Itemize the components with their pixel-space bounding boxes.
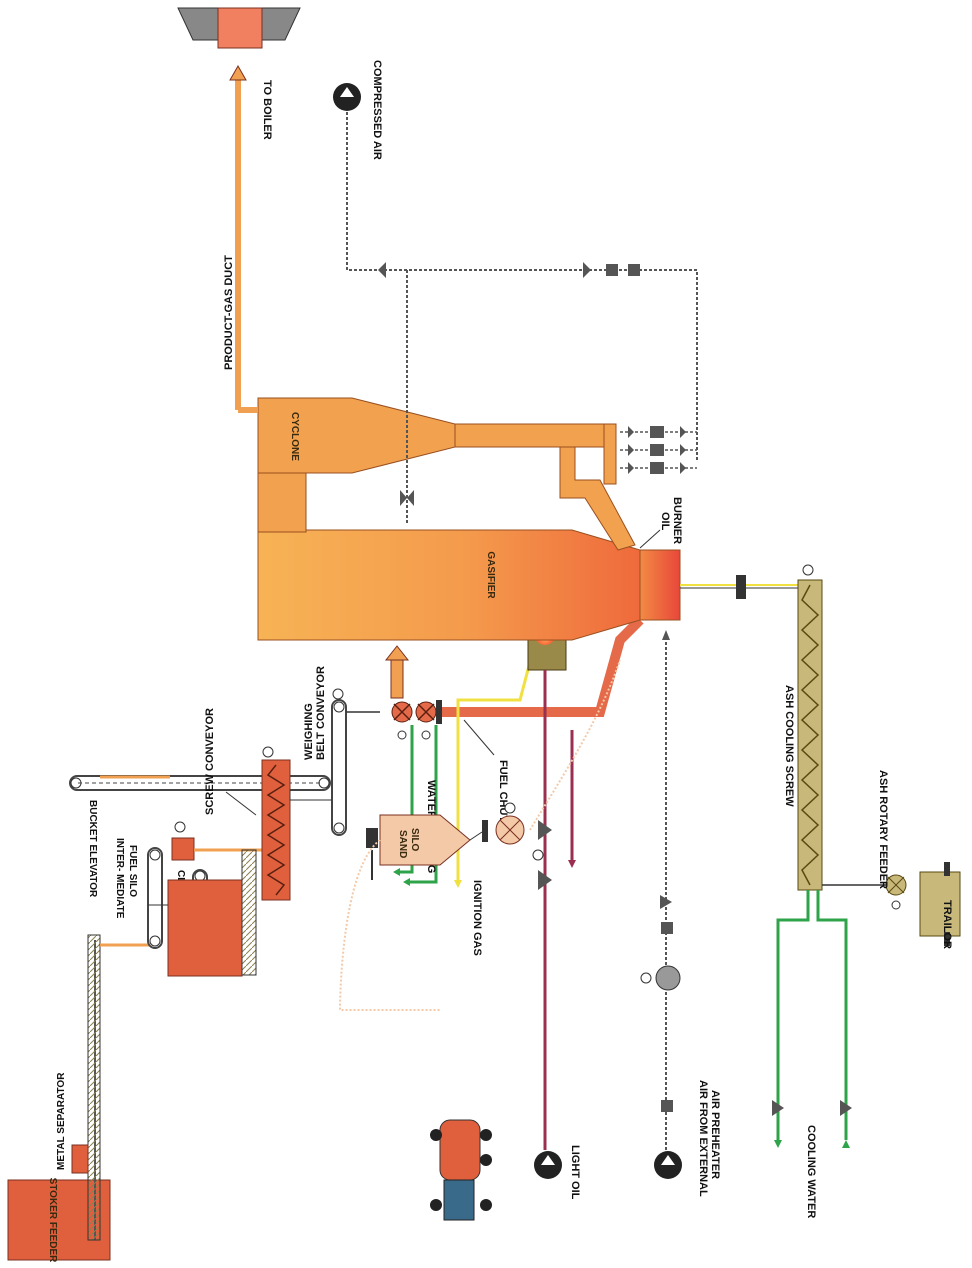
- feed-arrow: [384, 645, 410, 699]
- cyclone-loopseal: [559, 423, 636, 551]
- cyclone: CYCLONE: [257, 397, 611, 533]
- boiler: [177, 7, 301, 49]
- trailer-label: TRAILOR: [941, 900, 953, 949]
- fuel-chute: FUEL CHUTE: [442, 616, 644, 829]
- oil-burner-label-2: BURNER: [671, 497, 683, 544]
- weighing-label-2: BELT CONVEYOR: [315, 666, 327, 760]
- intermediate-fuel-silo-label-1: INTER- MEDIATE: [114, 838, 125, 919]
- intermediate-fuel-silo: INTER- MEDIATE FUEL SILO: [114, 838, 243, 977]
- fuel-chute-label: FUEL CHUTE: [497, 760, 509, 829]
- cooling-water-label: COOLING WATER: [805, 1125, 817, 1218]
- oil-burner-label-1: OIL: [659, 512, 671, 531]
- ash-rotary-feeder: ASH ROTARY FEEDER TRAILOR: [822, 770, 961, 949]
- cyclone-label: CYCLONE: [289, 412, 300, 461]
- gasifier: GASIFIER OIL BURNER: [257, 497, 683, 641]
- compressed-air-label: COMPRESSED AIR: [371, 60, 383, 160]
- cooling-water-lines: COOLING WATER: [772, 890, 852, 1218]
- sand-silo-label-2: SILO: [409, 828, 420, 852]
- product-gas-duct-label: PRODUCT-GAS DUCT: [223, 255, 235, 370]
- sand-silo: SAND SILO: [338, 659, 621, 1011]
- compressed-air-network: COMPRESSED AIR: [333, 60, 698, 525]
- stoker-feeder-label: STOKER FEEDER: [47, 1178, 58, 1264]
- screw-conveyor-label: SCREW CONVEYOR: [204, 708, 216, 815]
- tanker-truck: [430, 1119, 492, 1221]
- air-preheater-label-2: AIR PREHEATER: [709, 1090, 721, 1179]
- bucket-elevator-label: BUCKET ELEVATOR: [87, 800, 98, 898]
- gasifier-label: GASIFIER: [485, 551, 496, 599]
- product-gas-duct: PRODUCT-GAS DUCT TO BOILER: [223, 64, 273, 413]
- weighing-belt-conveyor: WEIGHING BELT CONVEYOR: [289, 666, 347, 836]
- metal-separator: METAL SEPARATOR: [56, 1072, 89, 1174]
- ash-cooling-screw: ASH COOLING SCREW: [783, 564, 823, 891]
- weighing-label-1: WEIGHING: [303, 703, 315, 760]
- light-oil-label: LIGHT OIL: [569, 1145, 581, 1200]
- metal-separator-label: METAL SEPARATOR: [56, 1072, 67, 1170]
- to-boiler-label: TO BOILER: [261, 80, 273, 140]
- ash-cooling-screw-label: ASH COOLING SCREW: [783, 685, 795, 807]
- bucket-elevator: BUCKET ELEVATOR: [69, 775, 331, 898]
- air-preheater-label-1: AIR FROM EXTERNAL: [697, 1080, 709, 1197]
- screw-conveyor: SCREW CONVEYOR: [204, 708, 291, 901]
- ash-discharge: [680, 575, 800, 599]
- rotary-feeders: [346, 700, 442, 740]
- silo-discharge-conveyor: [241, 849, 257, 976]
- intermediate-fuel-silo-label-2: FUEL SILO: [127, 845, 138, 897]
- ignition-gas-line: IGNITION GAS: [454, 661, 532, 956]
- sand-silo-label-1: SAND: [397, 830, 408, 858]
- ash-rotary-feeder-label: ASH ROTARY FEEDER: [877, 770, 889, 889]
- external-air-line: AIR FROM EXTERNAL AIR PREHEATER: [640, 630, 721, 1197]
- stoker-conveyor: [87, 934, 150, 1241]
- ignition-gas-label: IGNITION GAS: [471, 880, 483, 956]
- light-oil-line: LIGHT OIL: [532, 670, 581, 1200]
